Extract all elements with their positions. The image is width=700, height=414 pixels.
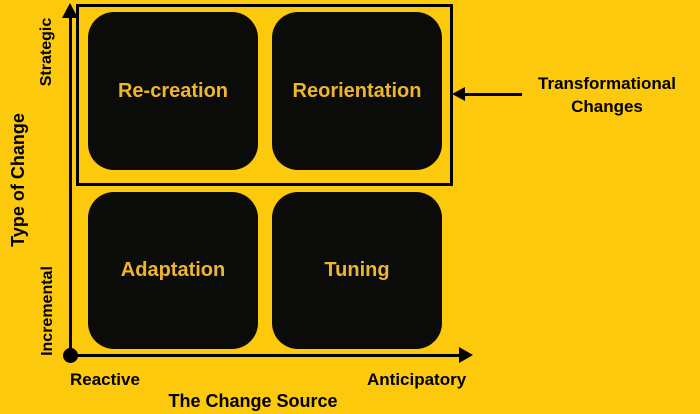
axis-origin-dot <box>63 348 78 363</box>
x-axis-arrow-right-icon <box>459 347 473 363</box>
transformational-band-outline <box>76 4 453 186</box>
x-axis-right-label: Anticipatory <box>367 370 467 389</box>
x-axis-left-label: Reactive <box>70 370 140 389</box>
quadrant-label: Re-creation <box>117 79 229 102</box>
annotation-arrow-line <box>464 93 522 96</box>
y-axis-top-label: Strategic <box>38 17 55 87</box>
y-axis-line <box>69 12 72 357</box>
quadrant-reorientation: Reorientation <box>272 12 442 170</box>
x-axis-line <box>69 354 462 357</box>
quadrant-label: Adaptation <box>120 259 226 281</box>
quadrant-label: Tuning <box>324 259 390 281</box>
quadrant-re-creation: Re-creation <box>88 12 258 170</box>
quadrant-tuning: Tuning <box>272 192 442 349</box>
y-axis-arrow-up-icon <box>62 3 78 18</box>
quadrant-adaptation: Adaptation <box>88 192 258 349</box>
quadrant-label: Reorientation <box>292 79 422 102</box>
annotation-arrow-left-icon <box>452 87 465 101</box>
annotation-text: Transformational Changes <box>528 72 686 118</box>
annotation-line1: Transformational <box>538 74 676 93</box>
y-axis-title: Type of Change <box>8 113 28 247</box>
annotation-line2: Changes <box>571 97 643 116</box>
x-axis-title: The Change Source <box>168 391 338 411</box>
y-axis-bottom-label: Incremental <box>39 266 56 356</box>
